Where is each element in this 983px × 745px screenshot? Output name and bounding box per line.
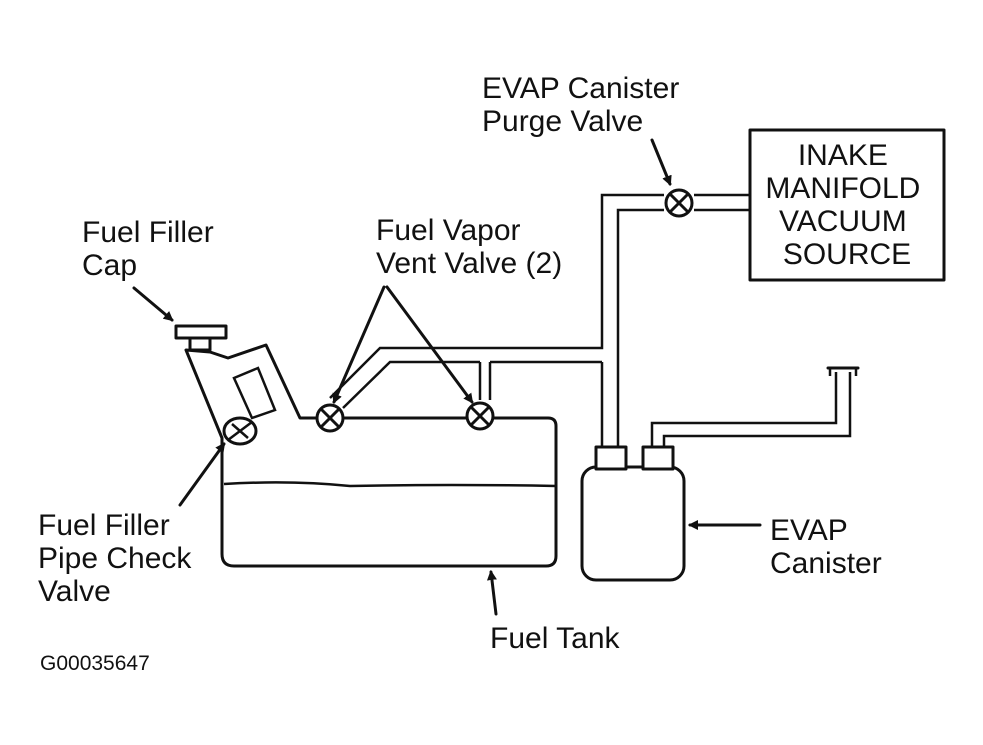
evap-canister: [580, 366, 860, 582]
purge-valve-symbol: [664, 188, 694, 218]
arrow-vent-valve-2: [385, 285, 474, 404]
vent-valve-1: [315, 403, 345, 433]
arrow-fuel-tank: [486, 570, 498, 616]
arrow-filler-cap: [132, 286, 174, 322]
arrow-check-valve: [178, 442, 226, 507]
figure-id: G00035647: [40, 652, 150, 675]
filler-pipe-check-valve: [222, 416, 258, 446]
purge-to-manifold-line: [694, 193, 750, 212]
label-intake-manifold: INAKE MANIFOLD VACUUM SOURCE: [765, 139, 928, 271]
label-filler-cap: Fuel Filler Cap: [82, 216, 222, 282]
label-purge-valve: EVAP Canister Purge Valve: [482, 72, 688, 138]
vent-valve-2: [465, 401, 495, 431]
label-check-valve: Fuel Filler Pipe Check Valve: [38, 509, 200, 608]
fuel-tank-body: [184, 343, 558, 568]
intake-manifold-box: [748, 128, 946, 282]
fuel-filler-cap: [174, 324, 228, 352]
arrow-vent-valve-1: [332, 285, 386, 404]
label-fuel-tank: Fuel Tank: [490, 622, 621, 655]
arrow-purge-valve: [650, 138, 672, 186]
label-evap-canister: EVAP Canister: [770, 514, 882, 580]
label-vent-valve: Fuel Vapor Vent Valve (2): [376, 214, 562, 280]
vapor-line-purge: [329, 193, 664, 447]
